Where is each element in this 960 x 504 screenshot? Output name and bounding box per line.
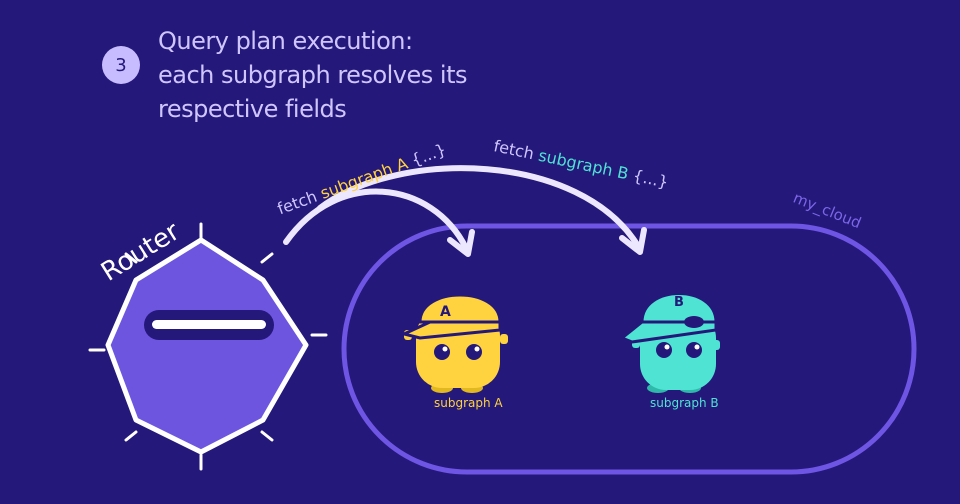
router-icon [88,222,328,471]
fetch-arrow-a [283,188,475,257]
heading-line: respective fields [158,95,347,123]
subgraph-b-cap-letter: B [674,295,684,310]
subgraph-b-character-icon: B [619,292,720,393]
heading-line: Query plan execution: [158,27,413,55]
subgraph-b-label: subgraph B [650,396,719,410]
heading-line: each subgraph resolves its [158,61,467,89]
subgraph-a-label: subgraph A [434,396,503,410]
cloud-boundary [341,223,917,475]
fetch-arrow-b [317,165,647,255]
step-number-badge: 3 [102,46,140,84]
subgraph-a-cap-letter: A [440,304,451,320]
heading: Query plan execution: each subgraph reso… [158,24,578,126]
subgraph-a-character-icon: A [399,293,508,393]
